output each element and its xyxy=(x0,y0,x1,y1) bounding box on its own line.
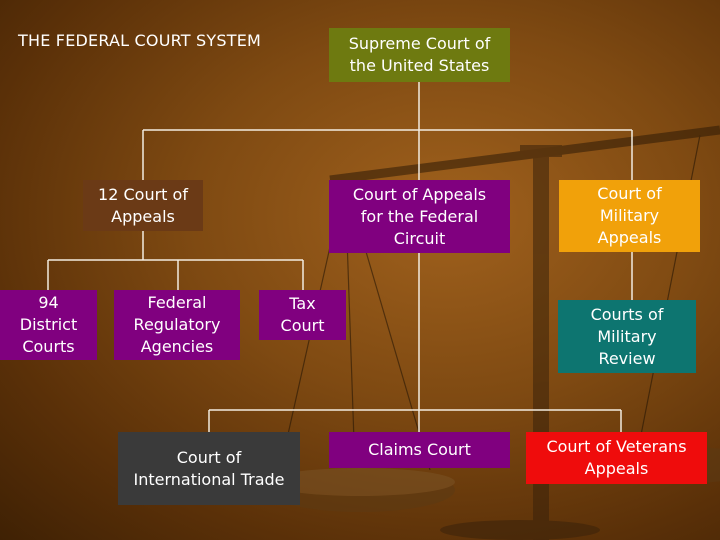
veterans-appeals-box: Court of Veterans Appeals xyxy=(526,432,707,484)
district-courts-box: 94 District Courts xyxy=(0,290,97,360)
court-of-appeals-box: 12 Court of Appeals xyxy=(83,180,203,231)
regulatory-agencies-box: Federal Regulatory Agencies xyxy=(114,290,240,360)
claims-court-box: Claims Court xyxy=(329,432,510,468)
tax-court-box: Tax Court xyxy=(259,290,346,340)
page-title: THE FEDERAL COURT SYSTEM xyxy=(18,31,262,50)
international-trade-box: Court of International Trade xyxy=(118,432,300,505)
military-appeals-box: Court of Military Appeals xyxy=(559,180,700,252)
supreme-court-box: Supreme Court of the United States xyxy=(329,28,510,82)
military-review-box: Courts of Military Review xyxy=(558,300,696,373)
federal-circuit-box: Court of Appeals for the Federal Circuit xyxy=(329,180,510,253)
